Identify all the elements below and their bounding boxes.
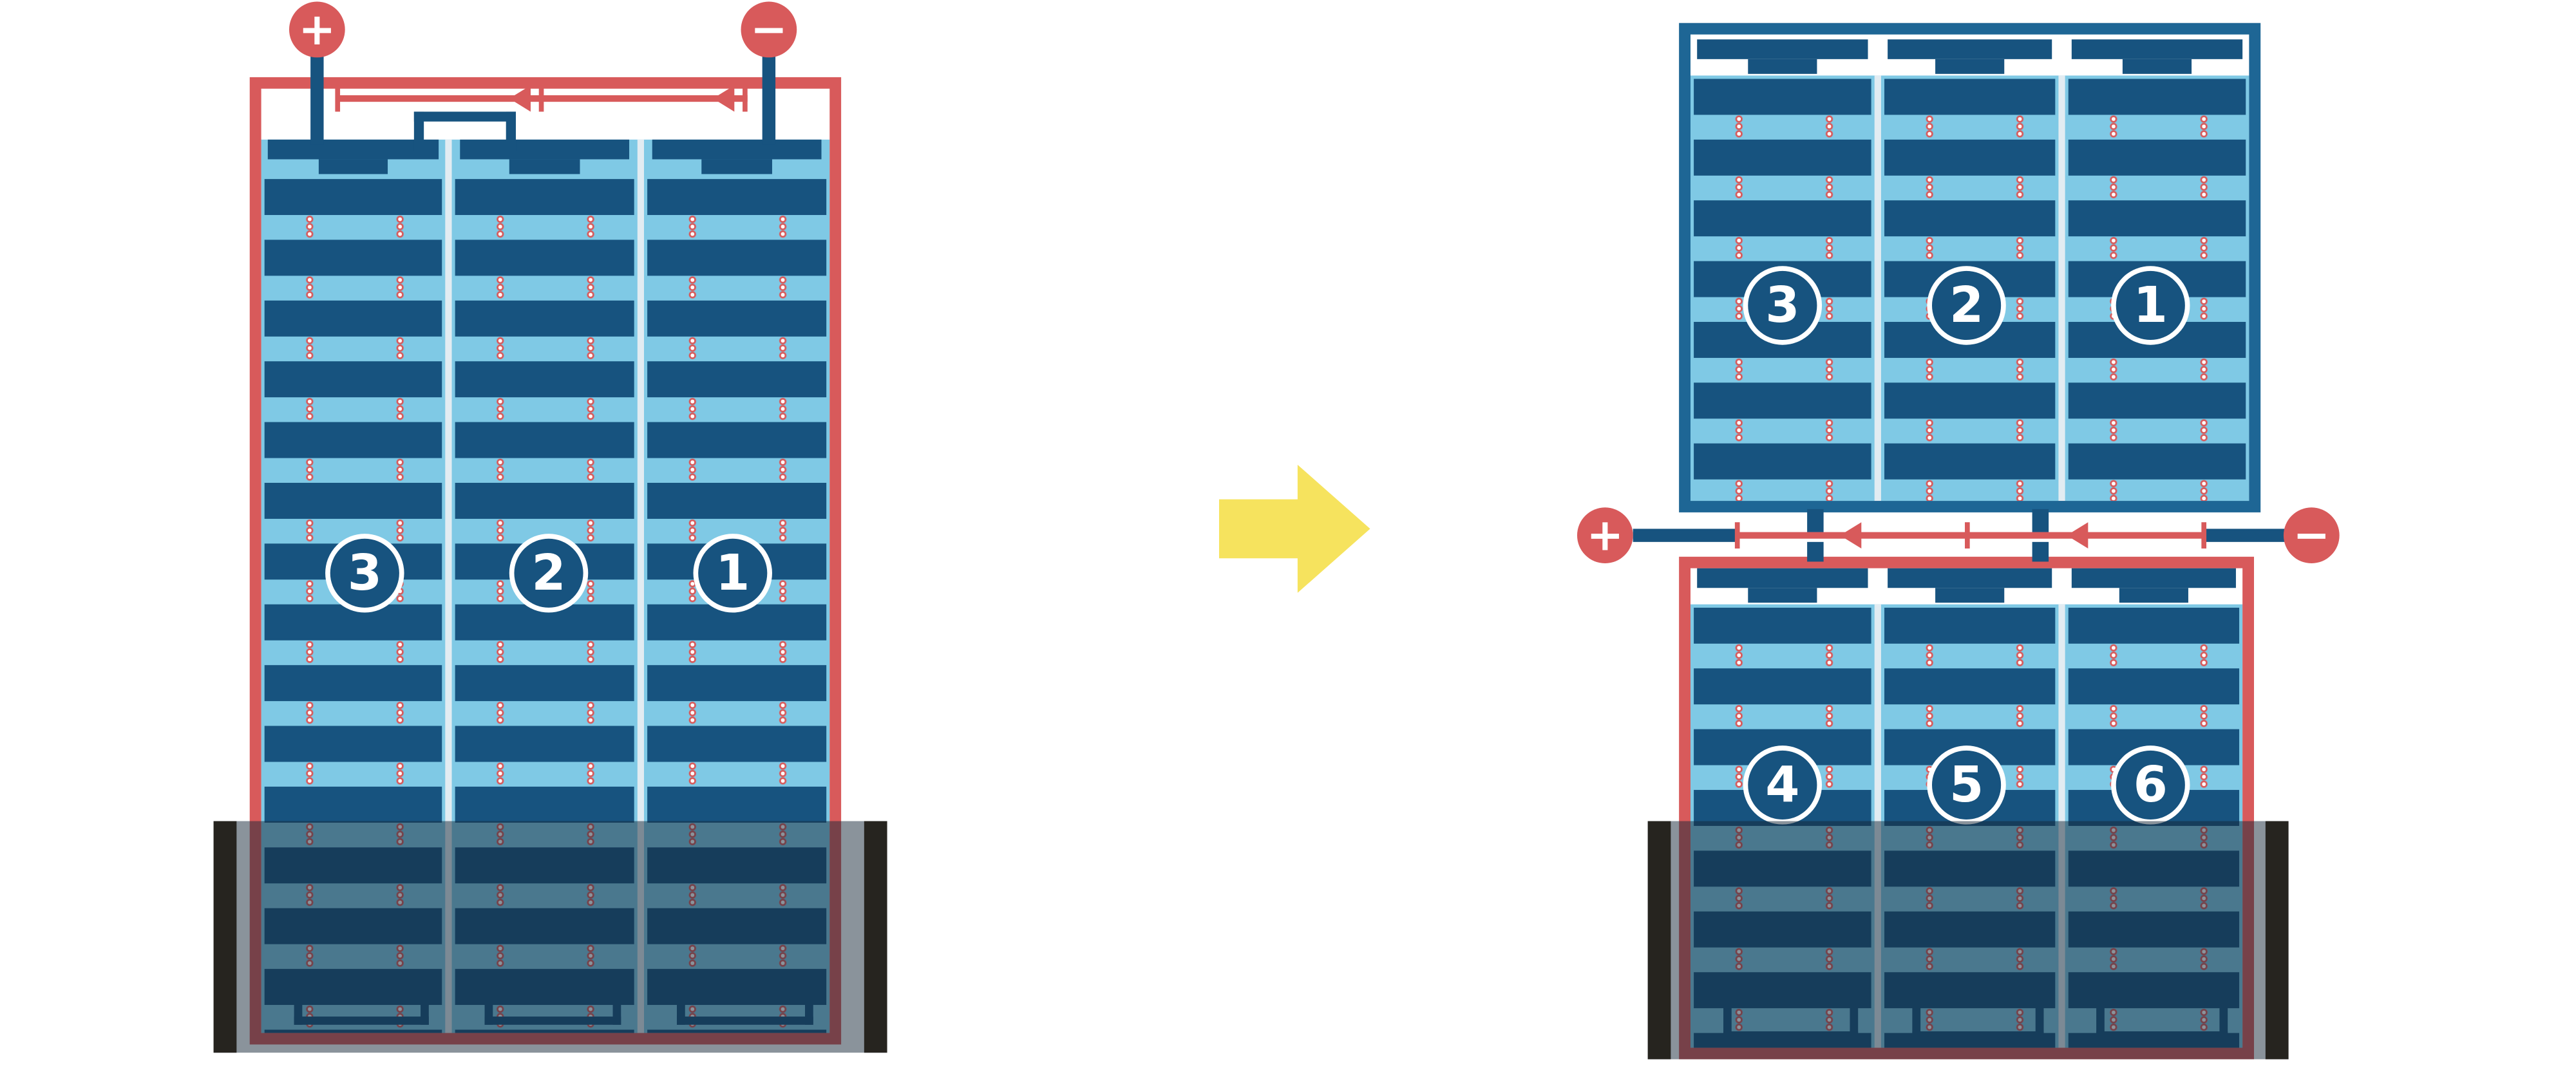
transform-arrow <box>1218 464 1370 593</box>
current-arrow <box>509 85 531 112</box>
module-number-badge: 2 <box>1927 266 2006 345</box>
busbar-tab <box>2122 59 2192 74</box>
module-number-badge: 3 <box>1743 266 1823 345</box>
module-number-badge: 6 <box>2111 745 2190 825</box>
current-arrow <box>713 85 735 112</box>
module-number-badge: 3 <box>325 534 404 613</box>
busbar-tab <box>318 159 388 174</box>
busbar-tab <box>1936 588 2003 603</box>
negative-terminal: − <box>2283 507 2340 563</box>
module-number-badge: 5 <box>1927 745 2006 825</box>
column-separator <box>637 139 644 1033</box>
positive-terminal: + <box>1577 507 1633 563</box>
busbar-tab <box>2120 588 2188 603</box>
bridge-connector <box>2032 509 2049 532</box>
positive-terminal: + <box>289 1 345 58</box>
cell-top-busbar <box>459 139 630 160</box>
module-number-badge: 1 <box>2111 266 2190 345</box>
negative-terminal: − <box>741 1 797 58</box>
cell-top-busbar <box>269 139 438 160</box>
cell-top-busbar <box>2072 568 2236 588</box>
busbar-tab <box>1936 59 2003 74</box>
wire-tick <box>1734 522 1740 549</box>
cell-top-busbar <box>651 139 822 160</box>
busbar-tab <box>701 159 772 174</box>
bridge-connector <box>413 111 516 151</box>
bridge-connector <box>1807 541 1824 562</box>
current-arrow <box>2067 522 2088 549</box>
wire-tick <box>1965 522 1970 549</box>
water-overlay <box>213 821 887 1053</box>
mounting-bar <box>2265 821 2289 1060</box>
bus-wire <box>1738 532 2207 539</box>
current-arrow <box>1840 522 1862 549</box>
cell-top-busbar <box>2072 39 2242 59</box>
wire-tick <box>335 85 341 112</box>
column-separator <box>1874 75 1881 501</box>
module-number-badge: 1 <box>693 534 772 613</box>
cell-top-busbar <box>1698 568 1868 588</box>
busbar-tab <box>1747 59 1818 74</box>
bridge-connector <box>1807 509 1824 532</box>
panel-frame <box>1679 23 2261 512</box>
busbar-tab <box>509 159 580 174</box>
module-number-badge: 2 <box>509 534 589 613</box>
module-number-badge: 4 <box>1743 745 1823 825</box>
terminal-stem <box>1633 529 1738 542</box>
cell-top-busbar <box>1698 39 1868 59</box>
column-separator <box>2058 75 2065 501</box>
wire-tick <box>2201 522 2207 549</box>
mounting-bar <box>213 821 237 1053</box>
terminal-stem <box>762 49 776 145</box>
wire-tick <box>743 85 748 112</box>
mounting-bar <box>864 821 887 1053</box>
wire-tick <box>538 85 544 112</box>
water-overlay <box>1647 821 2289 1060</box>
bridge-connector <box>2032 541 2049 562</box>
cell-top-busbar <box>1888 39 2052 59</box>
cell-top-busbar <box>1888 568 2052 588</box>
terminal-stem <box>2206 529 2286 542</box>
busbar-tab <box>1747 588 1818 603</box>
terminal-stem <box>310 49 324 145</box>
mounting-bar <box>1647 821 1671 1060</box>
column-separator <box>445 139 452 1033</box>
